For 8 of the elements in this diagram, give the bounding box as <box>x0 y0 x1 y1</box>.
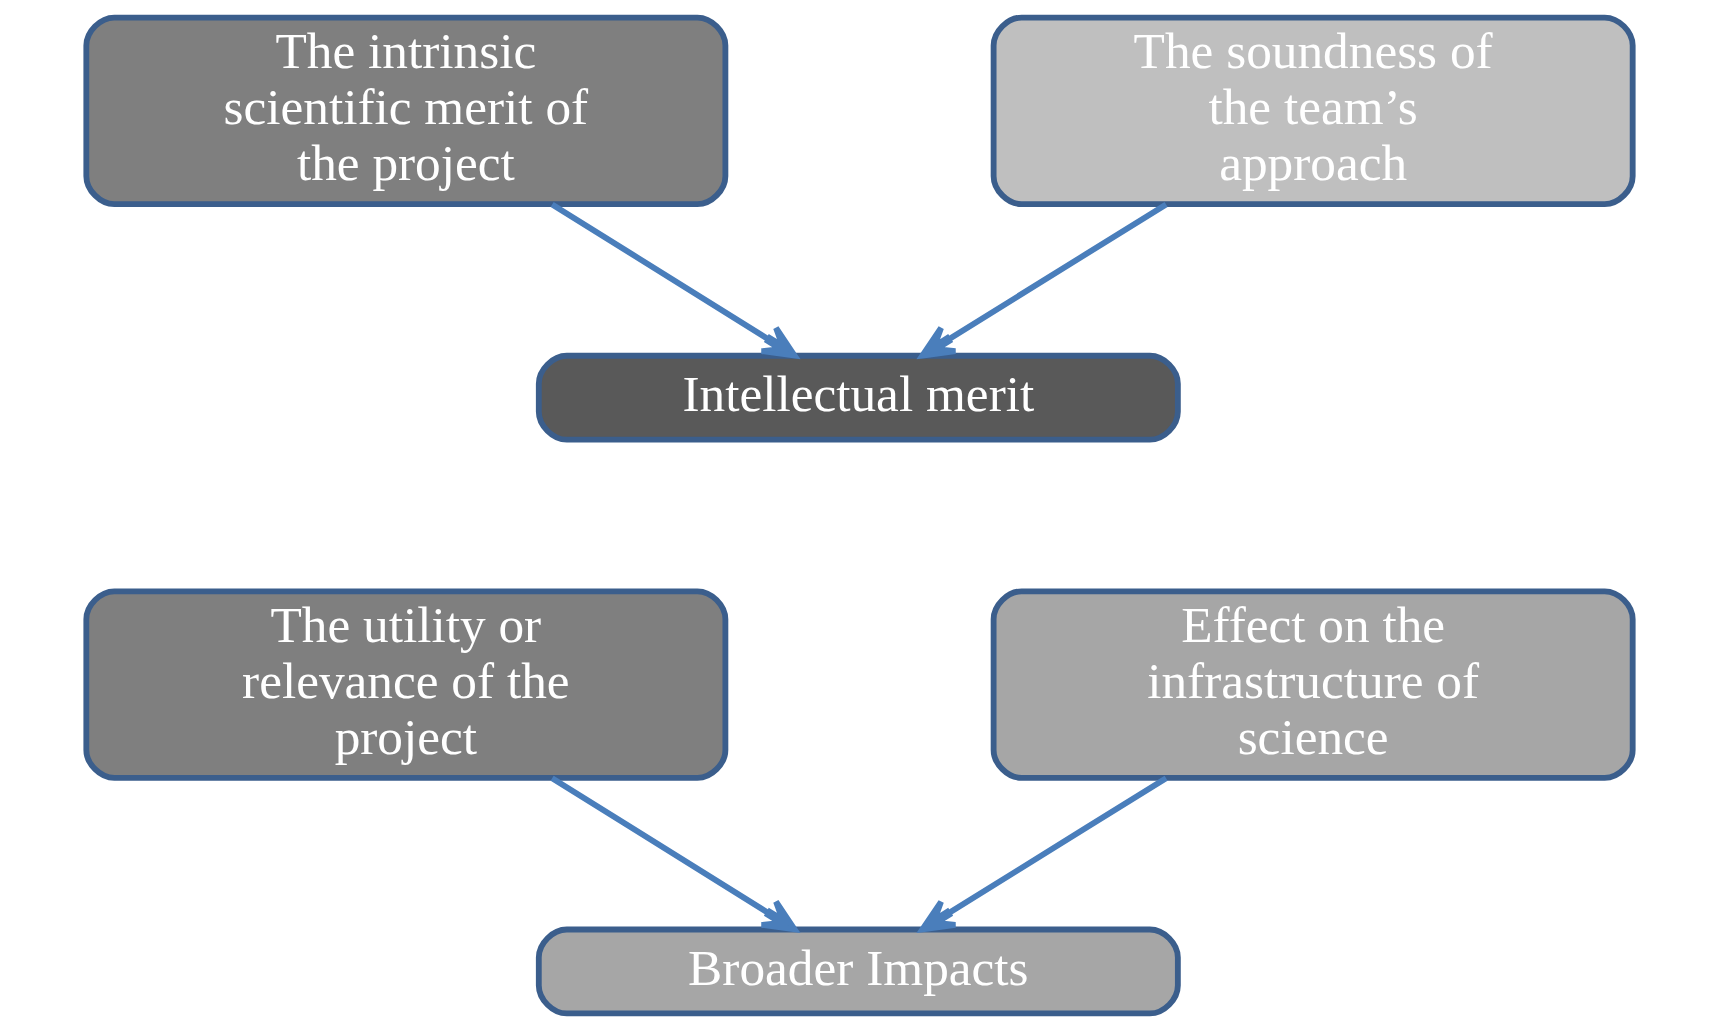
arrow <box>919 775 1168 933</box>
node-box: The intrinsic scientific merit of the project <box>82 14 728 208</box>
node-box: The utility or relevance of the project <box>82 588 728 781</box>
arrow <box>919 201 1168 359</box>
node-box: Broader Impacts <box>535 926 1181 1017</box>
node-box: Effect on the infrastructure of science <box>990 588 1636 781</box>
node-box: Intellectual merit <box>535 352 1181 443</box>
node-box: The soundness of the team’s approach <box>990 14 1636 208</box>
